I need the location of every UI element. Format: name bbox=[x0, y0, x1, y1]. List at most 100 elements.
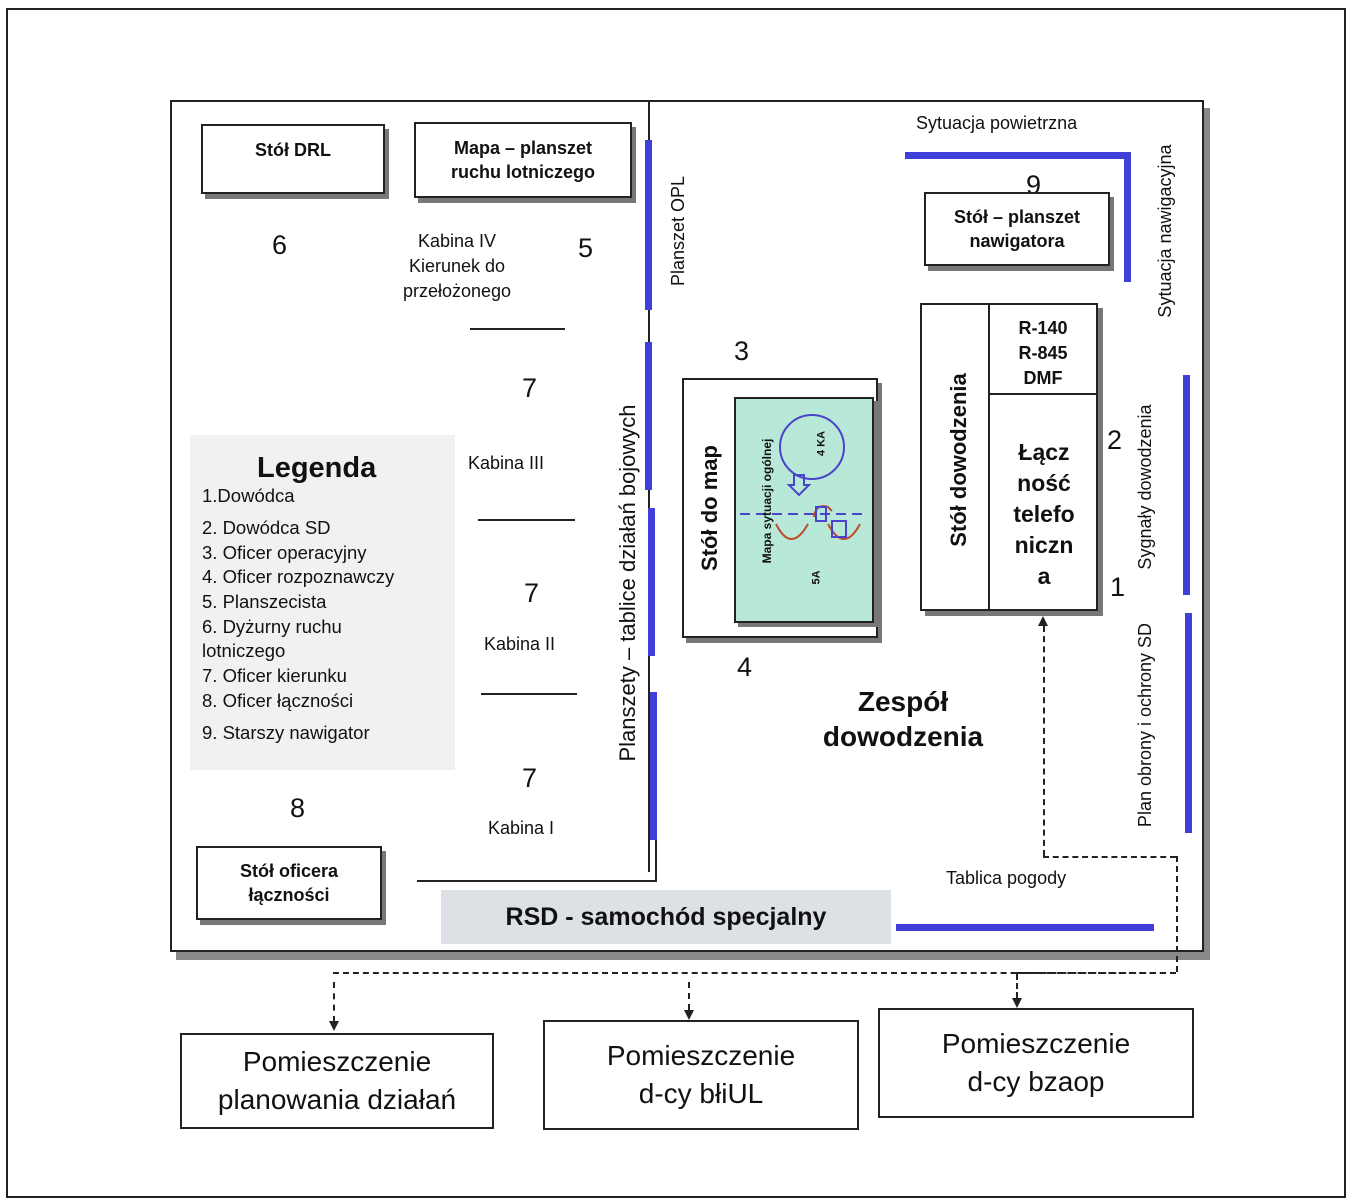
arrow-to-phone-icon bbox=[1038, 616, 1048, 626]
legend-title: Legenda bbox=[257, 452, 377, 484]
maps-table-label: Stół do map bbox=[697, 445, 722, 571]
weather-board-label: Tablica pogody bbox=[946, 868, 1067, 888]
bhiul-room: Pomieszczenie d-cy błiUL bbox=[543, 1020, 859, 1130]
bzaop-room-line1: Pomieszczenie bbox=[941, 1028, 1131, 1059]
number-5: 5 bbox=[578, 233, 594, 263]
number-7-cabin-i: 7 bbox=[522, 763, 538, 793]
cabin-iv-line3: przełożonego bbox=[402, 281, 512, 301]
label-5a: 5A bbox=[810, 570, 823, 585]
block-blue bbox=[831, 520, 847, 538]
legend-item: 7. Oficer kierunku bbox=[202, 665, 347, 686]
command-table-divider-h bbox=[990, 393, 1096, 395]
navigator-table: Stół – planszet nawigatora bbox=[924, 192, 1110, 266]
legend-item: 5. Planszecista bbox=[202, 591, 327, 612]
drl-table: Stół DRL bbox=[201, 124, 385, 194]
cabin-iv-line1: Kabina IV bbox=[417, 231, 497, 251]
cabin-divider-1 bbox=[470, 328, 565, 330]
board-combat-3 bbox=[650, 692, 657, 840]
cabin-divider-2 bbox=[478, 519, 575, 521]
arc-right bbox=[827, 523, 861, 540]
radio-r140: R-140 bbox=[1018, 318, 1068, 338]
legend-item: 8. Oficer łączności bbox=[202, 690, 354, 711]
air-traffic-map-line2: ruchu lotniczego bbox=[451, 162, 595, 182]
block-blue-small bbox=[815, 506, 827, 522]
cabin-wall-corner bbox=[655, 840, 657, 882]
dashed-connector-bottom-right bbox=[1016, 972, 1176, 974]
cabin-iii-label: Kabina III bbox=[468, 453, 545, 473]
board-combat-2 bbox=[648, 508, 655, 656]
phone-line1: Łącz bbox=[1018, 439, 1070, 465]
arrow-bhiul-icon bbox=[684, 1010, 694, 1020]
command-team-line1: Zespół bbox=[857, 686, 949, 717]
bhiul-room-line1: Pomieszczenie bbox=[606, 1040, 796, 1071]
bhiul-room-line2: d-cy błiUL bbox=[638, 1078, 764, 1109]
bzaop-room-line2: d-cy bzaop bbox=[967, 1066, 1105, 1097]
legend-item: 3. Oficer operacyjny bbox=[202, 542, 367, 563]
navigator-table-line1: Stół – planszet bbox=[953, 207, 1081, 227]
number-7-cabin-iii: 7 bbox=[522, 373, 538, 403]
number-4: 4 bbox=[737, 652, 753, 682]
radio-dmf: DMF bbox=[1023, 368, 1063, 388]
board-command-signals bbox=[1183, 375, 1190, 595]
legend-item: 9. Starszy nawigator bbox=[202, 722, 370, 743]
legend-item: 4. Oficer rozpoznawczy bbox=[202, 566, 395, 587]
bzaop-room: Pomieszczenie d-cy bzaop bbox=[878, 1008, 1194, 1118]
number-6: 6 bbox=[272, 230, 288, 260]
number-1: 1 bbox=[1110, 572, 1126, 602]
arrow-planning-icon bbox=[329, 1021, 339, 1031]
number-3: 3 bbox=[734, 336, 750, 366]
cabin-divider-3 bbox=[481, 693, 577, 695]
board-weather bbox=[896, 924, 1154, 931]
cabin-iv-line2: Kierunek do bbox=[408, 256, 506, 276]
comms-officer-table: Stół oficera łączności bbox=[196, 846, 382, 920]
comms-table-line2: łączności bbox=[248, 885, 330, 905]
arrow-bzaop-icon bbox=[1012, 998, 1022, 1008]
phone-block: Łącz ność telefo niczn a bbox=[992, 437, 1096, 592]
general-situation-map: Mapa sytuacji ogólnej 4 KA 5A bbox=[734, 397, 874, 623]
command-team-line2: dowodzenia bbox=[822, 721, 984, 752]
legend-item: 2. Dowódca SD bbox=[202, 517, 331, 538]
cabin-iv-label: Kabina IV Kierunek do przełożonego bbox=[392, 229, 522, 304]
opl-board-label: Planszet OPL bbox=[668, 175, 688, 287]
dashed-drop-bzaop bbox=[1016, 974, 1018, 998]
legend-item: 1.Dowódca bbox=[202, 485, 295, 506]
planning-room: Pomieszczenie planowania działań bbox=[180, 1033, 494, 1129]
command-table-divider-v bbox=[988, 305, 990, 610]
legend: Legenda 1.Dowódca 2. Dowódca SD 3. Ofice… bbox=[190, 435, 455, 770]
vehicle-banner: RSD - samochód specjalny bbox=[441, 890, 891, 944]
nav-situation-label: Sytuacja nawigacyjna bbox=[1155, 144, 1175, 318]
dashed-connector-up bbox=[1043, 626, 1045, 856]
combat-boards-label: Planszety – tablice działań bojowych bbox=[615, 404, 640, 762]
cabin-wall-bottom bbox=[417, 880, 657, 882]
board-combat-1 bbox=[645, 342, 652, 490]
phone-line3: telefo bbox=[1013, 501, 1075, 527]
board-defense-plan bbox=[1185, 613, 1192, 833]
number-2: 2 bbox=[1107, 425, 1123, 455]
air-traffic-map-line1: Mapa – planszet bbox=[453, 138, 593, 158]
number-7-cabin-ii: 7 bbox=[524, 578, 540, 608]
dashed-connector-right bbox=[1043, 856, 1176, 858]
map-drawing bbox=[740, 414, 868, 540]
air-traffic-map-table: Mapa – planszet ruchu lotniczego bbox=[414, 122, 632, 198]
dashed-drop-planning bbox=[333, 982, 335, 1022]
cabin-i-label: Kabina I bbox=[488, 818, 555, 838]
number-8: 8 bbox=[290, 793, 306, 823]
dashed-drop-bhiul bbox=[688, 982, 690, 1010]
dashed-connector-down bbox=[1176, 856, 1178, 972]
board-nav-situation bbox=[1124, 152, 1131, 282]
drl-table-label: Stół DRL bbox=[255, 140, 331, 160]
command-table bbox=[920, 303, 1098, 611]
air-situation-label: Sytuacja powietrzna bbox=[916, 113, 1078, 133]
legend-item: lotniczego bbox=[202, 640, 286, 661]
arc-left bbox=[775, 523, 809, 540]
board-air-situation bbox=[905, 152, 1127, 159]
circle-4ka bbox=[779, 414, 845, 480]
cabin-ii-label: Kabina II bbox=[484, 634, 556, 654]
board-opl bbox=[645, 140, 652, 310]
vehicle-banner-label: RSD - samochód specjalny bbox=[505, 902, 827, 931]
arrow-down-blue bbox=[786, 474, 812, 497]
planning-room-line1: Pomieszczenie bbox=[242, 1046, 432, 1077]
phone-line4: niczn bbox=[1014, 532, 1074, 558]
command-team-label: Zespół dowodzenia bbox=[803, 684, 1003, 754]
defense-plan-label: Plan obrony i ochrony SD bbox=[1135, 622, 1155, 828]
